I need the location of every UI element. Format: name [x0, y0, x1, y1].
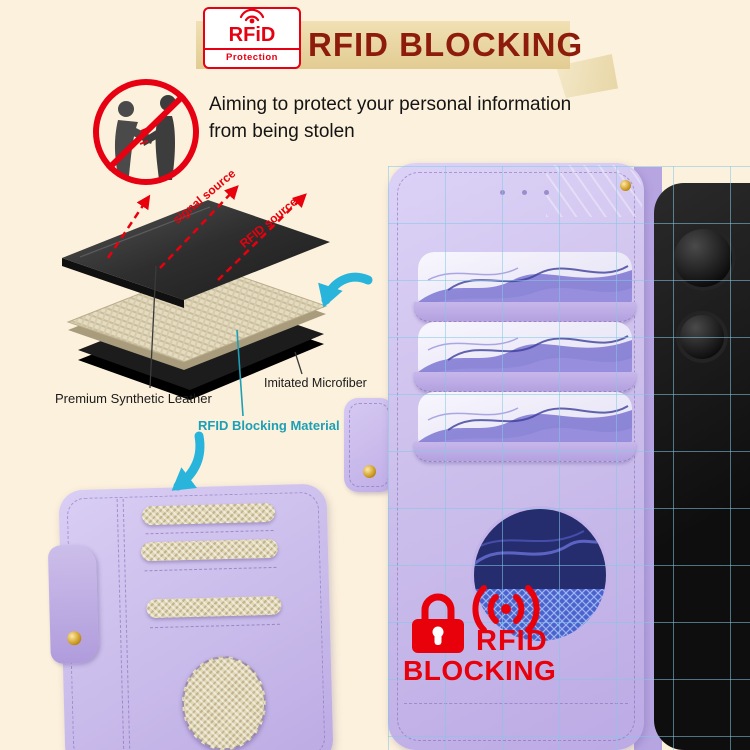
wrist-strap-tab — [344, 398, 394, 492]
microfiber-label: Imitated Microfiber — [264, 376, 367, 390]
badge-signal-waves-icon — [239, 9, 265, 24]
leather-label: Premium Synthetic Leather — [55, 391, 212, 406]
card-slot-lip — [414, 372, 636, 392]
flap-dot — [544, 190, 549, 195]
camera-lens-icon — [676, 311, 728, 363]
flap-dot — [522, 190, 527, 195]
tagline-line2: from being stolen — [209, 120, 355, 142]
woven-slot-band — [141, 502, 276, 526]
card-slot-lip — [414, 302, 636, 322]
flap-rivet — [620, 180, 631, 191]
flap-pleats — [546, 165, 642, 217]
card-slot-lip — [414, 442, 636, 462]
badge-brand-text: RFiD — [228, 24, 276, 46]
camera-lens-icon — [670, 225, 736, 291]
magnetic-clasp — [47, 544, 99, 664]
clasp-rivet — [67, 631, 82, 646]
flap-bottom-stitch-line — [404, 703, 628, 704]
case-interior-detail — [47, 483, 334, 750]
phone-back — [654, 183, 750, 750]
stamp-line1: RFID — [476, 625, 548, 657]
rfid-blocking-layer — [66, 265, 328, 363]
rfid-protection-badge: RFiD Protection — [203, 7, 301, 69]
stamp-line2: BLOCKING — [403, 655, 557, 686]
strap-rivet — [363, 465, 376, 478]
no-pickpocket-icon — [93, 79, 199, 185]
signal-source-label: signal source — [170, 166, 239, 227]
badge-sub-text: Protection — [205, 48, 299, 65]
rfid-blocking-stamp: RFID BLOCKING — [400, 575, 565, 697]
lock-icon — [412, 593, 464, 653]
rfid-material-label: RFID Blocking Material — [198, 418, 340, 433]
rfid-source-label: RFID source — [237, 194, 301, 251]
flap-dot — [500, 190, 505, 195]
page-title: RFID BLOCKING — [308, 26, 584, 63]
tagline: Aiming to protect your personal informat… — [209, 92, 609, 145]
leather-layer — [62, 200, 330, 300]
woven-slot-band — [146, 595, 282, 619]
material-layers-diagram — [62, 200, 330, 400]
woven-slot-band — [140, 538, 279, 562]
tagline-line1: Aiming to protect your personal informat… — [209, 94, 572, 115]
